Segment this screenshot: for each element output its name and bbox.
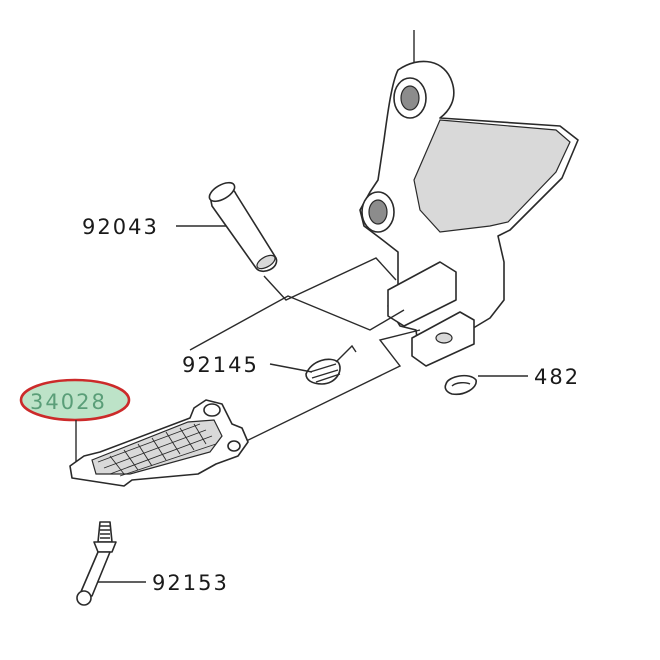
footpeg-grip-pattern [97, 423, 217, 477]
label-92145: 92145 [182, 353, 259, 377]
assembly-line-lower [231, 329, 421, 449]
pin-92043 [208, 181, 278, 273]
label-34028: 34028 [30, 390, 107, 414]
bolt-92153 [76, 521, 117, 606]
label-92043: 92043 [82, 215, 159, 239]
highlight-ring [19, 378, 131, 422]
label-92153: 92153 [152, 571, 229, 595]
spring-92145 [305, 344, 357, 385]
label-482: 482 [534, 365, 580, 389]
assembly-line-pin [263, 257, 397, 301]
highlight-34028: 34028 [19, 378, 131, 422]
assembly-line-upper [189, 295, 405, 351]
footpeg-34028 [69, 399, 249, 487]
footrest-bracket [359, 60, 579, 367]
clip-482 [444, 374, 477, 396]
leader-92145 [269, 363, 313, 373]
